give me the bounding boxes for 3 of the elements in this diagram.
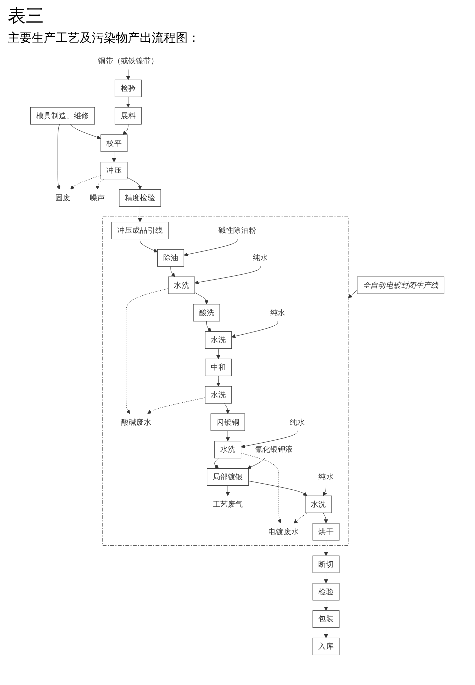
cluster: [102, 216, 349, 546]
table-title: 表三: [8, 5, 45, 28]
diagram-heading: 主要生产工艺及污染物产出流程图：: [8, 30, 201, 47]
